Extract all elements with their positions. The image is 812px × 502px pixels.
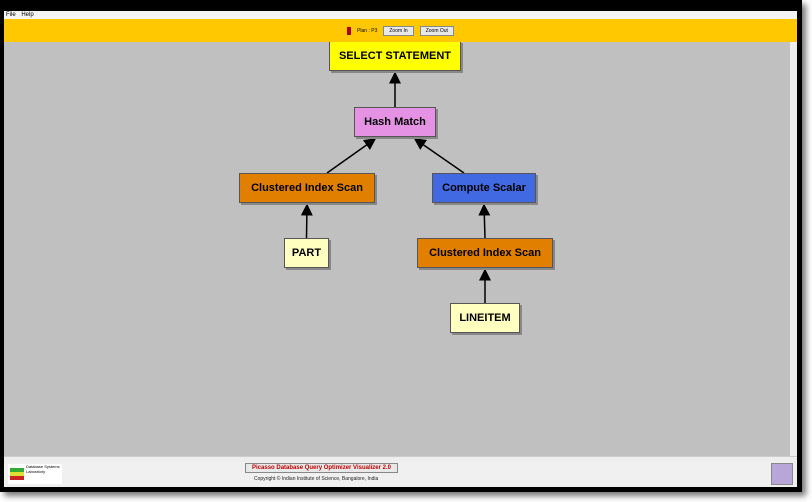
app-window: File Help Plan : P3 Zoom In Zoom Out SEL… xyxy=(4,11,797,487)
node-select-statement[interactable]: SELECT STATEMENT xyxy=(329,42,461,71)
edges-layer xyxy=(300,71,491,303)
app-title-button[interactable]: Picasso Database Query Optimizer Visuali… xyxy=(245,463,398,473)
iisc-emblem-icon xyxy=(771,463,793,485)
zoom-in-button[interactable]: Zoom In xyxy=(383,25,414,36)
node-clustered-index-scan-part[interactable]: Clustered Index Scan xyxy=(239,173,375,203)
horizontal-scrollbar[interactable] xyxy=(4,456,797,462)
toolbar: Plan : P3 Zoom In Zoom Out xyxy=(4,19,797,42)
dsl-logo: Database Systems Laboratory xyxy=(8,464,62,484)
edge-compute-to-hash xyxy=(413,138,465,174)
plan-color-swatch xyxy=(347,26,352,35)
zoom-out-button[interactable]: Zoom Out xyxy=(419,25,454,36)
plan-label: Plan : P3 xyxy=(357,27,378,34)
logo-text: Database Systems Laboratory xyxy=(26,464,60,474)
copyright-text: Copyright © Indian Institute of Science,… xyxy=(254,476,379,482)
plan-tree-canvas: SELECT STATEMENT Hash Match Clustered In… xyxy=(4,42,790,456)
dsl-logo-icon xyxy=(10,468,24,480)
footer: Database Systems Laboratory Picasso Data… xyxy=(4,462,797,487)
node-part-table[interactable]: PART xyxy=(284,238,329,268)
vertical-scrollbar[interactable] xyxy=(790,42,797,456)
node-clustered-index-scan-lineitem[interactable]: Clustered Index Scan xyxy=(417,238,553,268)
node-lineitem-table[interactable]: LINEITEM xyxy=(450,303,520,333)
node-compute-scalar[interactable]: Compute Scalar xyxy=(432,173,536,203)
edge-cis2-to-compute xyxy=(478,203,491,239)
menu-file[interactable]: File xyxy=(6,12,16,18)
edge-part-to-cis1 xyxy=(300,203,313,239)
menu-help[interactable]: Help xyxy=(21,12,34,18)
edge-cis1-to-hash xyxy=(326,138,377,174)
menu-bar: File Help xyxy=(4,11,797,19)
node-hash-match[interactable]: Hash Match xyxy=(354,107,436,137)
